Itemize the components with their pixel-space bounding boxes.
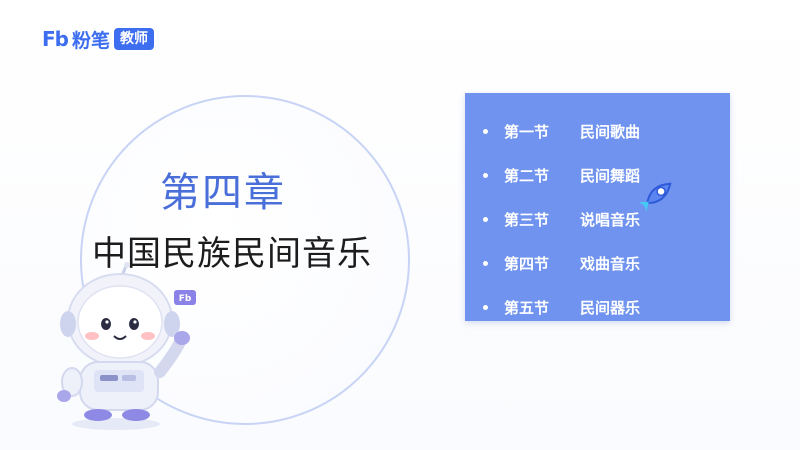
mascot-badge: Fb <box>179 294 192 304</box>
section-number: 第二节 <box>504 166 550 185</box>
section-number: 第三节 <box>504 210 550 229</box>
section-item: 第二节 民间舞蹈 <box>483 153 640 197</box>
sections-list: 第一节 民间歌曲 第二节 民间舞蹈 第三节 说唱音乐 第四节 戏曲音乐 第五节 <box>483 109 640 329</box>
section-item: 第四节 戏曲音乐 <box>483 241 640 285</box>
bullet-icon <box>483 260 488 266</box>
section-name: 民间歌曲 <box>580 122 641 141</box>
bullet-icon <box>483 216 488 222</box>
chapter-subtitle: 中国民族民间音乐 <box>92 234 372 274</box>
section-item: 第一节 民间歌曲 <box>483 109 640 153</box>
sections-panel: 第一节 民间歌曲 第二节 民间舞蹈 第三节 说唱音乐 第四节 戏曲音乐 第五节 <box>465 93 730 321</box>
logo-name: 粉笔 <box>71 29 110 52</box>
brand-logo: Fb 粉笔 教师 <box>42 24 154 54</box>
chapter-title: 第四章 <box>160 170 286 216</box>
section-item: 第五节 民间器乐 <box>483 285 640 329</box>
logo-badge: 教师 <box>114 28 154 50</box>
astronaut-mascot-icon: Fb <box>57 262 196 430</box>
section-name: 民间舞蹈 <box>580 166 641 185</box>
section-number: 第四节 <box>504 254 550 273</box>
section-name: 戏曲音乐 <box>580 254 641 273</box>
rocket-icon <box>638 182 672 212</box>
section-number: 第一节 <box>504 122 550 141</box>
bullet-icon <box>483 304 488 310</box>
section-number: 第五节 <box>504 298 550 317</box>
section-item: 第三节 说唱音乐 <box>483 197 640 241</box>
bullet-icon <box>483 172 488 178</box>
logo-mark: Fb <box>42 27 69 51</box>
section-name: 说唱音乐 <box>580 210 641 229</box>
section-name: 民间器乐 <box>580 298 641 317</box>
bullet-icon <box>483 128 488 134</box>
